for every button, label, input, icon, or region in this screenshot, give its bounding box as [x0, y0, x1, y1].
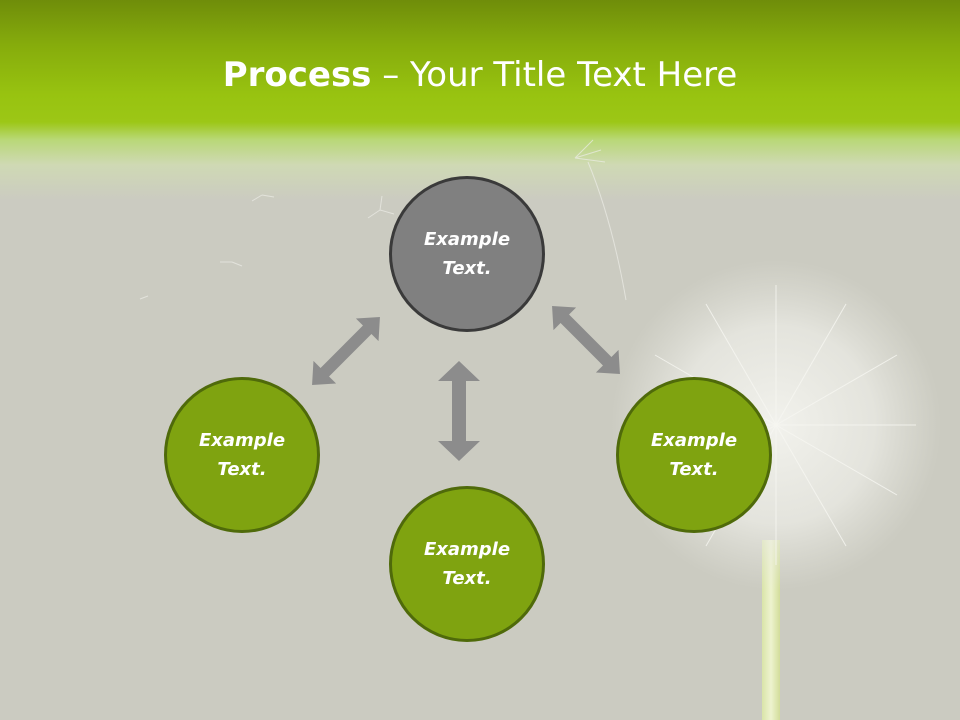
node-bottom[interactable]: Example Text. [389, 486, 545, 642]
node-center-label: Example Text. [423, 229, 511, 279]
arrow-center-right [552, 306, 620, 374]
node-left-label: Example Text. [198, 430, 286, 480]
title-bold: Process [222, 55, 372, 95]
node-left[interactable]: Example Text. [164, 377, 320, 533]
arrow-center-bottom [438, 361, 480, 461]
node-bottom-label: Example Text. [423, 539, 511, 589]
arrow-center-left [312, 317, 380, 385]
header-band [0, 0, 960, 200]
node-right-label: Example Text. [650, 430, 738, 480]
title-rest: – Your Title Text Here [371, 55, 738, 95]
slide-title: Process – Your Title Text Here [0, 52, 960, 98]
node-center[interactable]: Example Text. [389, 176, 545, 332]
node-right[interactable]: Example Text. [616, 377, 772, 533]
floating-seeds [139, 139, 627, 301]
